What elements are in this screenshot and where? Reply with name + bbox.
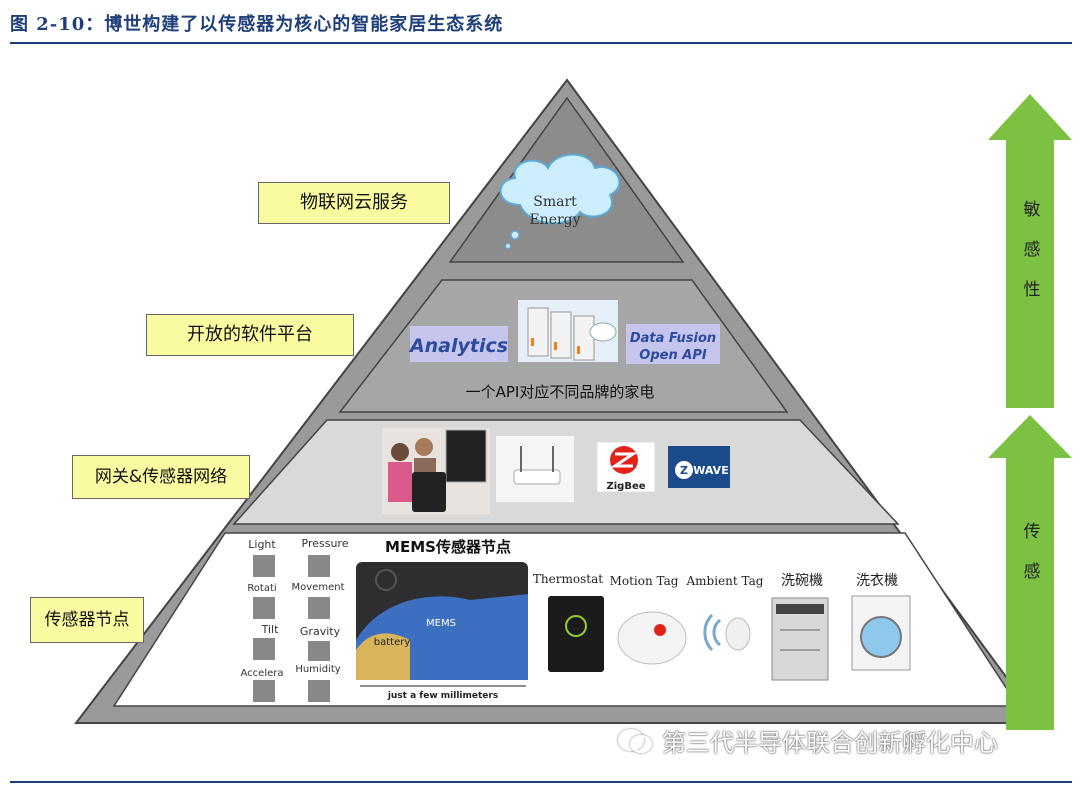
motion-tag-icon	[617, 611, 687, 665]
sensor-label-pressure: Pressure	[302, 537, 349, 550]
arrow-sensing-icon	[988, 415, 1072, 730]
device-label-dishwasher: 洗碗機	[781, 573, 823, 589]
device-label-washer: 洗衣機	[856, 573, 898, 589]
label-sensor-node: 传感器节点	[30, 597, 144, 643]
mems-module-illustration	[356, 562, 528, 680]
ambient-tag-icon	[703, 613, 751, 652]
datafusion-line2: Open API	[639, 348, 707, 363]
sensor-label-movement: Movement	[292, 582, 345, 593]
sensor-label-acceleration: Accelera	[241, 668, 284, 679]
server-cloud-icon	[518, 300, 618, 362]
dishwasher-icon	[771, 597, 829, 681]
svg-text:Z: Z	[680, 464, 688, 477]
zwave-text: WAVE	[693, 464, 728, 477]
figure-title: 图 2-10：博世构建了以传感器为核心的智能家居生态系统	[10, 14, 504, 35]
wechat-icon	[618, 727, 652, 753]
arrow-sensitivity-icon	[988, 94, 1072, 408]
humidity-icon	[308, 680, 330, 702]
sensor-label-humidity: Humidity	[295, 664, 340, 675]
smart-energy-cloud-icon	[499, 153, 621, 250]
datafusion-line1: Data Fusion	[630, 331, 716, 346]
bubble-line2: Energy	[529, 212, 580, 228]
light-icon	[253, 555, 275, 577]
arrow-label-sensitivity: 敏感性	[1023, 200, 1041, 300]
zigbee-text: ZigBee	[606, 481, 645, 492]
router-icon	[496, 436, 574, 502]
mems-title: MEMS传感器节点	[385, 538, 511, 556]
washing-machine-icon	[851, 595, 911, 671]
device-label-motion-tag: Motion Tag	[610, 574, 679, 588]
bottom-rule	[10, 781, 1072, 783]
device-label-thermostat: Thermostat	[533, 572, 603, 586]
sensor-label-gravity: Gravity	[300, 625, 341, 638]
battery-text: battery	[374, 637, 411, 648]
zigbee-logo-icon	[596, 441, 656, 493]
sensor-label-rotation: Rotati	[247, 583, 276, 594]
thermostat-icon	[548, 596, 604, 672]
device-label-ambient-tag: Ambient Tag	[686, 574, 764, 588]
watermark-text: 第三代半导体联合创新孵化中心	[662, 728, 998, 757]
sensor-label-tilt: Tilt	[261, 623, 279, 636]
rotation-icon	[253, 597, 275, 619]
mems-chip-text: MEMS	[426, 618, 456, 629]
label-software-platform: 开放的软件平台	[146, 314, 354, 356]
analytics-text: Analytics	[408, 335, 508, 357]
watermark: 第三代半导体联合创新孵化中心	[618, 722, 998, 758]
gravity-icon	[308, 641, 330, 661]
sensor-label-light: Light	[248, 538, 276, 551]
movement-icon	[308, 597, 330, 619]
label-gateway-network: 网关&传感器网络	[72, 455, 250, 499]
acceleration-icon	[253, 680, 275, 702]
label-cloud-service: 物联网云服务	[258, 182, 450, 224]
sensor-icon-grid: Light Pressure Rotati Movement Tilt Grav…	[241, 537, 349, 702]
arrow-label-sensing: 传感	[1023, 522, 1041, 582]
bubble-line1: Smart	[533, 194, 577, 210]
datafusion-box	[626, 324, 720, 364]
title-rule	[10, 42, 1072, 44]
mems-caption: just a few millimeters	[387, 691, 498, 701]
pressure-icon	[308, 555, 330, 577]
analytics-box	[410, 326, 508, 362]
family-photo-icon	[382, 428, 490, 514]
zwave-logo-icon: Z	[668, 446, 730, 488]
tilt-icon	[253, 638, 275, 660]
software-caption: 一个API对应不同品牌的家电	[466, 383, 655, 401]
